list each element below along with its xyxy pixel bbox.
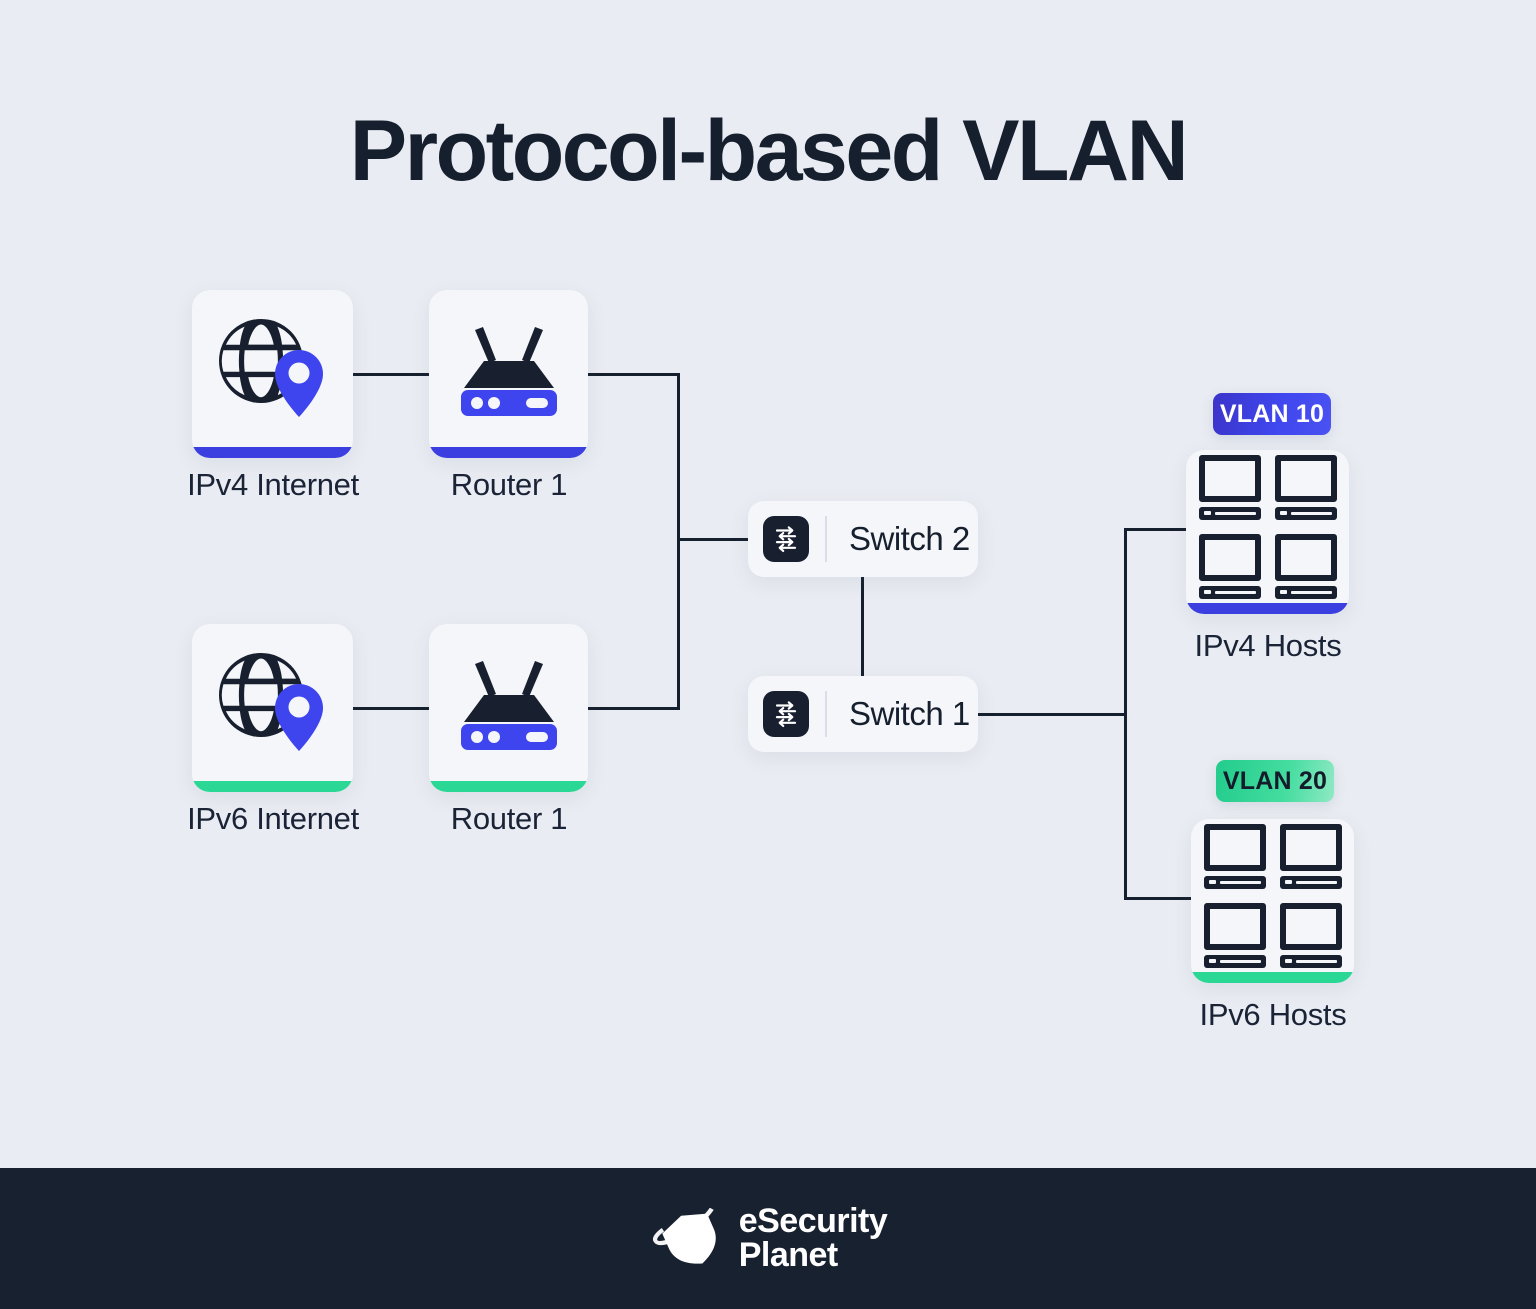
brand-logo: eSecurity Planet (649, 1202, 888, 1274)
node-label-ipv4-hosts: IPv4 Hosts (1194, 628, 1342, 663)
computers-grid-icon (1198, 454, 1337, 599)
computers-grid-icon-wrap (1186, 450, 1349, 603)
globe-pin-icon-wrap (192, 290, 353, 447)
computer-icon (1274, 533, 1337, 599)
accent-bar-blue (1186, 603, 1349, 614)
node-label-router-1-top: Router 1 (450, 467, 568, 502)
accent-bar-green (429, 781, 588, 792)
computer-icon (1279, 823, 1342, 889)
wire-trunk-to-ipv4hosts (1124, 528, 1188, 531)
accent-bar-blue (192, 447, 353, 458)
node-router-1-top[interactable] (429, 290, 588, 458)
node-ipv4-internet[interactable] (192, 290, 353, 458)
wire-switch2-to-switch1 (861, 576, 864, 678)
wire-router-trunk-vertical (677, 373, 680, 710)
wire-switch1-out (975, 713, 1127, 716)
node-switch-2[interactable]: Switch 2 (748, 501, 978, 577)
node-label-ipv6-hosts: IPv6 Hosts (1199, 997, 1347, 1032)
computers-grid-icon (1203, 823, 1342, 968)
switch-arrows-icon (775, 701, 797, 727)
node-label-router-1-bottom: Router 1 (450, 801, 568, 836)
globe-pin-icon-wrap (192, 624, 353, 781)
accent-bar-blue (429, 447, 588, 458)
computer-icon (1198, 454, 1261, 520)
computer-icon (1203, 902, 1266, 968)
network-switch-icon (763, 516, 809, 562)
router-icon-wrap (429, 624, 588, 781)
switch-divider (825, 516, 827, 562)
wire-ipv6internet-to-router1 (352, 707, 430, 710)
node-label-switch-1: Switch 1 (849, 695, 970, 732)
switch-divider (825, 691, 827, 737)
globe-pin-icon (218, 318, 323, 417)
router-icon-wrap (429, 290, 588, 447)
node-label-ipv6-internet: IPv6 Internet (187, 801, 359, 836)
wire-router1bottom-out (588, 707, 680, 710)
brand-name-line-1: eSecurity (738, 1202, 888, 1241)
accent-bar-green (1191, 972, 1354, 983)
node-label-ipv4-internet: IPv4 Internet (187, 467, 359, 502)
wire-hosts-trunk-vertical (1124, 528, 1127, 900)
computer-icon (1198, 533, 1261, 599)
switch-arrows-icon (775, 526, 797, 552)
wire-ipv4internet-to-router1 (352, 373, 430, 376)
globe-pin-icon (218, 652, 323, 751)
node-ipv6-internet[interactable] (192, 624, 353, 792)
node-router-1-bottom[interactable] (429, 624, 588, 792)
computers-grid-icon-wrap (1191, 819, 1354, 972)
node-switch-1[interactable]: Switch 1 (748, 676, 978, 752)
computer-icon (1203, 823, 1266, 889)
computer-icon (1279, 902, 1342, 968)
accent-bar-green (192, 781, 353, 792)
badge-vlan-20: VLAN 20 (1216, 760, 1334, 802)
computer-icon (1274, 454, 1337, 520)
network-switch-icon (763, 691, 809, 737)
node-ipv4-hosts[interactable] (1186, 450, 1349, 614)
brand-name-line-2: Planet (738, 1235, 839, 1274)
router-icon (460, 326, 557, 416)
footer-bar: eSecurity Planet (0, 1168, 1536, 1309)
wire-trunk-to-ipv6hosts (1124, 897, 1194, 900)
wire-trunk-to-switch2 (677, 538, 751, 541)
brand-name: eSecurity Planet (738, 1202, 888, 1274)
page-title: Protocol-based VLAN (349, 103, 1189, 199)
router-icon (460, 660, 557, 750)
esecurity-planet-logo-icon (652, 1207, 716, 1264)
badge-vlan-10: VLAN 10 (1213, 393, 1331, 435)
node-ipv6-hosts[interactable] (1191, 819, 1354, 983)
node-label-switch-2: Switch 2 (849, 520, 970, 557)
wire-router1top-out (588, 373, 680, 376)
